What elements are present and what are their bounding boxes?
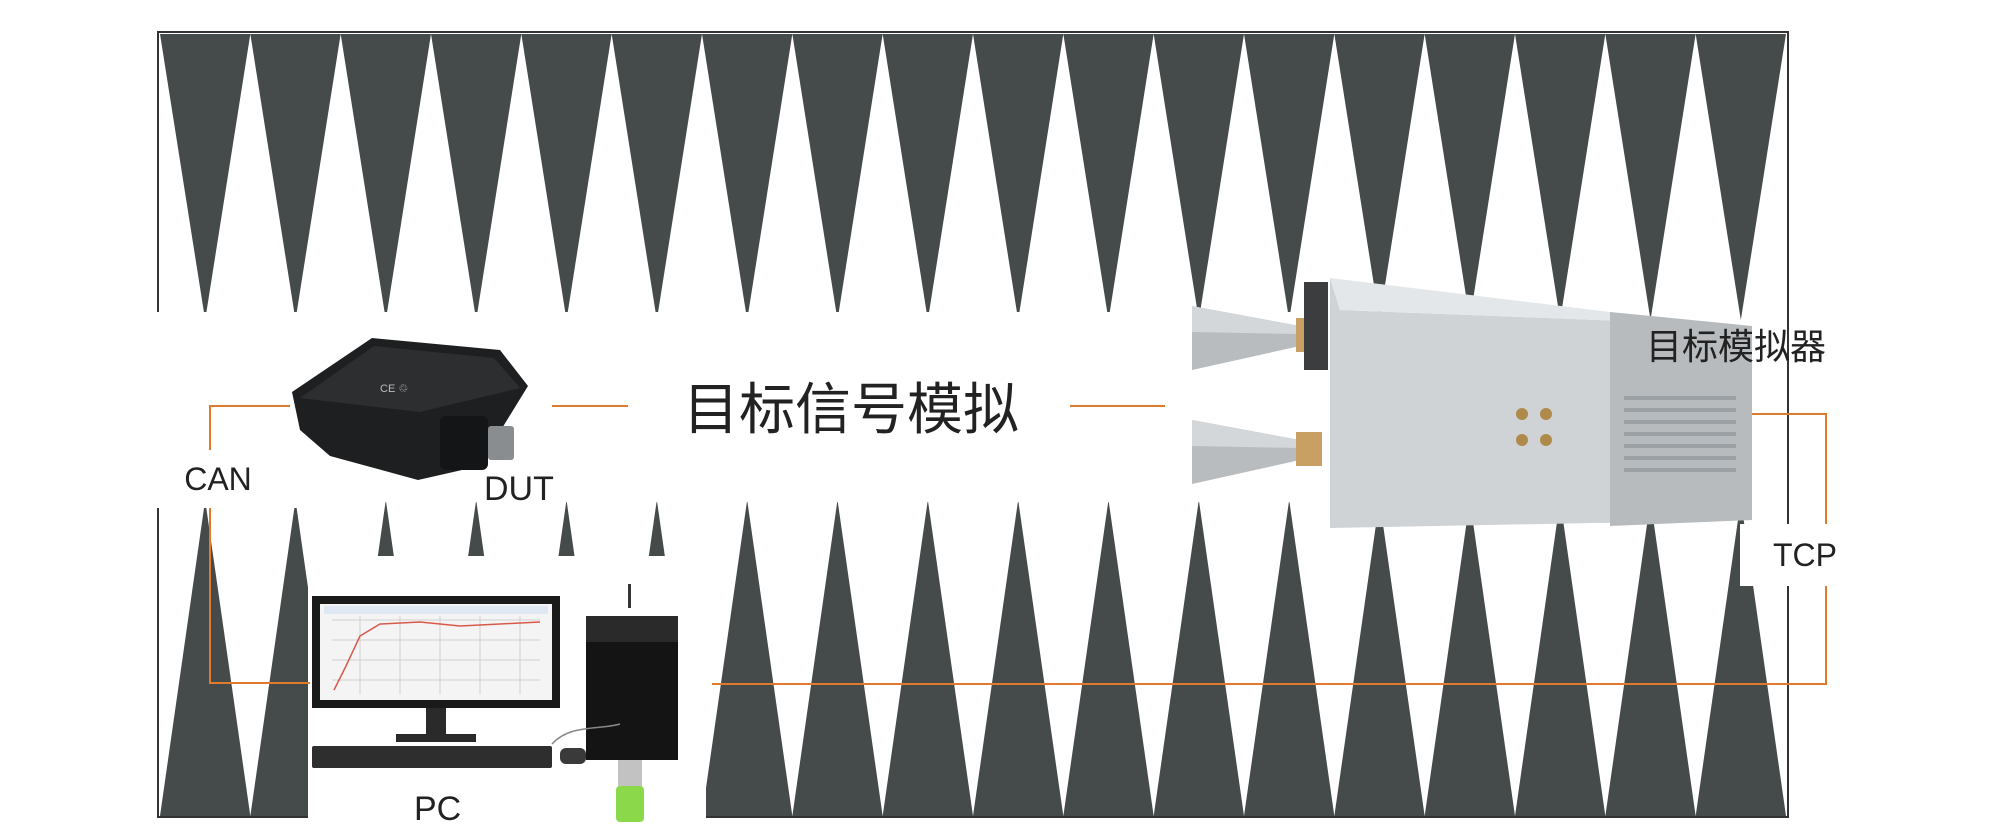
absorber-cone	[1334, 34, 1425, 320]
absorber-cone	[1063, 500, 1154, 816]
absorber-cone	[1695, 500, 1786, 816]
usb-dongle-icon	[616, 760, 644, 822]
absorber-row-top	[160, 34, 1786, 320]
svg-text:CE ♲: CE ♲	[380, 383, 408, 395]
absorber-cone	[1153, 34, 1244, 320]
absorber-cone	[702, 500, 793, 816]
absorber-cone	[431, 34, 522, 320]
absorber-cone	[882, 34, 973, 320]
absorber-cone	[1424, 34, 1515, 320]
absorber-cone	[1063, 34, 1154, 320]
target-simulator-label: 目标模拟器	[1646, 326, 1827, 367]
absorber-cone	[1424, 500, 1515, 816]
absorber-cone	[250, 34, 341, 320]
absorber-cone	[160, 34, 251, 320]
tcp-label: TCP	[1740, 524, 1870, 586]
absorber-cone	[611, 34, 702, 320]
absorber-cone	[702, 34, 793, 320]
target-signal-simulation-label: 目标信号模拟	[634, 346, 1068, 464]
absorber-cone	[1244, 34, 1335, 320]
desktop-computer-icon	[312, 584, 678, 768]
target-simulator-chassis-icon	[1330, 278, 1752, 528]
absorber-cone	[521, 34, 612, 320]
absorber-cone	[973, 34, 1064, 320]
absorber-cone	[792, 500, 883, 816]
absorber-cone	[1605, 500, 1696, 816]
dut-label: DUT	[484, 470, 554, 508]
absorber-cone	[1153, 500, 1244, 816]
radar-sensor-icon: CE ♲	[292, 308, 552, 492]
absorber-cone	[882, 500, 973, 816]
absorber-cone	[160, 500, 251, 816]
absorber-cone	[1334, 500, 1425, 816]
absorber-cone	[1695, 34, 1786, 320]
horn-antenna-icon	[1192, 282, 1328, 484]
can-text: CAN	[184, 460, 252, 497]
can-label: CAN	[136, 450, 300, 508]
tcp-text: TCP	[1773, 536, 1837, 573]
target-signal-simulation-text: 目标信号模拟	[683, 377, 1019, 441]
absorber-cone	[1244, 500, 1335, 816]
absorber-cone	[1605, 34, 1696, 320]
absorber-cone	[792, 34, 883, 320]
absorber-cone	[1515, 34, 1606, 320]
pc-label: PC	[414, 790, 462, 828]
can-wire	[209, 405, 310, 684]
absorber-cone	[1515, 500, 1606, 816]
absorber-cone	[340, 34, 431, 320]
absorber-cone	[973, 500, 1064, 816]
